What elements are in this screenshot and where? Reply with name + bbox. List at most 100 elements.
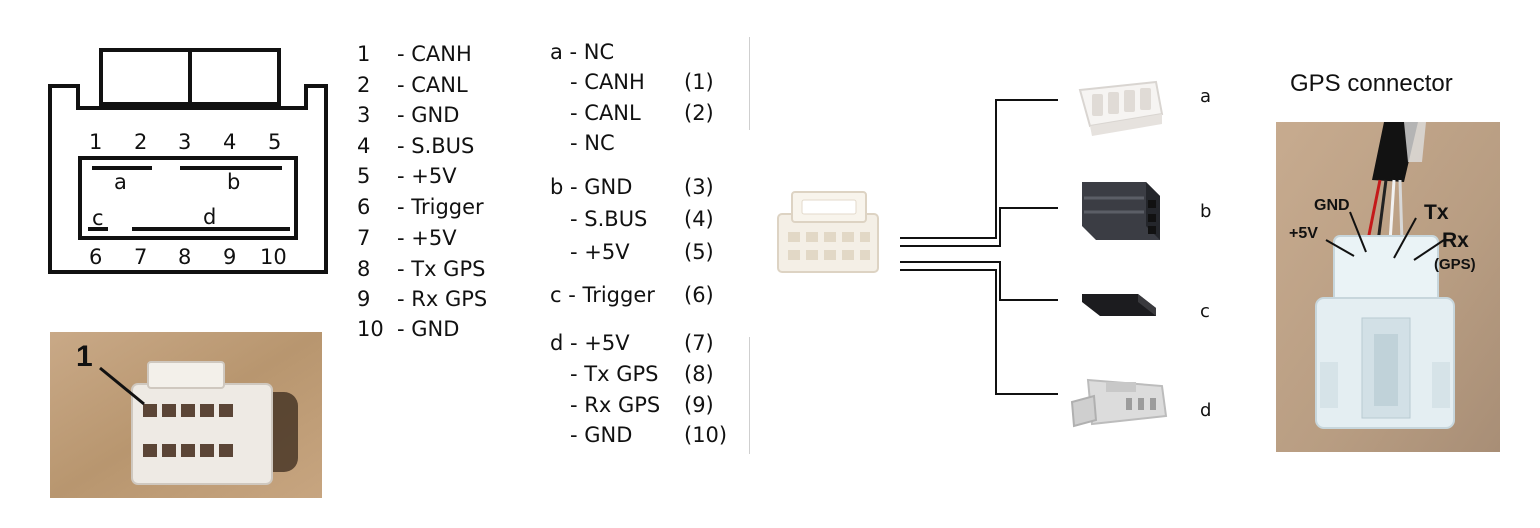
group-letter-d: d — [203, 205, 217, 229]
gps-rx-note-label: (GPS) — [1434, 256, 1476, 273]
group-row: - CANL (2) — [550, 101, 714, 125]
group-row: c - Trigger (6) — [550, 283, 714, 307]
group-text: c - Trigger — [550, 283, 655, 307]
splitter-diagram — [777, 99, 1058, 395]
connector-a-icon — [1078, 80, 1164, 136]
pin-name: - +5V — [397, 226, 457, 250]
photo-pin1-label: 1 — [76, 340, 93, 373]
photo-bottom-pins — [143, 444, 233, 457]
pin-name: - CANL — [397, 73, 468, 97]
group-text: - GND — [550, 423, 633, 447]
pin-number-3: 3 — [178, 130, 192, 154]
pin-number-7: 7 — [134, 245, 148, 269]
group-text: a - NC — [550, 40, 615, 64]
pin-name: - +5V — [397, 164, 457, 188]
pin-row: 8 - Tx GPS — [357, 259, 485, 280]
pin-cavity — [78, 156, 298, 240]
group-pin: (1) — [684, 70, 714, 94]
pin-num: 7 — [357, 226, 371, 250]
pin-num: 5 — [357, 164, 371, 188]
pin-name: - Rx GPS — [397, 287, 488, 311]
group-row: - Rx GPS (9) — [550, 393, 714, 417]
group-letter-c: c — [92, 206, 104, 230]
group-row: - Tx GPS (8) — [550, 362, 714, 386]
pin-row: 7 - +5V — [357, 228, 457, 249]
pin-row: 9 - Rx GPS — [357, 289, 487, 310]
group-letter-b: b — [227, 170, 241, 194]
pin-row: 2 - CANL — [357, 75, 468, 96]
pin1-pointer — [99, 366, 145, 406]
pin-number-5: 5 — [268, 130, 282, 154]
pin-row: 10 - GND — [357, 319, 459, 340]
gps-rx-label: Rx — [1442, 229, 1469, 252]
group-pin: (10) — [684, 423, 728, 447]
pin-number-6: 6 — [89, 245, 103, 269]
group-pin: (8) — [684, 362, 714, 386]
split-letter-b: b — [1200, 201, 1212, 222]
gps-gnd-label: GND — [1314, 197, 1350, 214]
pin-name: - GND — [397, 103, 460, 127]
gps-connector-title: GPS connector — [1290, 70, 1453, 97]
group-text: - Rx GPS — [550, 393, 661, 417]
group-text: - S.BUS — [550, 207, 648, 231]
pin-num: 8 — [357, 257, 371, 281]
pin-num: 1 — [357, 42, 371, 66]
group-letter-a: a — [114, 170, 127, 194]
pin-number-1: 1 — [89, 130, 103, 154]
group-divider-top — [749, 37, 750, 130]
group-row: - S.BUS (4) — [550, 207, 714, 231]
pin-name: - Trigger — [397, 195, 484, 219]
pin-row: 1- CANH — [357, 44, 472, 65]
photo-top-pins — [143, 404, 233, 417]
split-letter-c: c — [1200, 301, 1210, 322]
group-divider-bottom — [749, 337, 750, 454]
group-pin: (2) — [684, 101, 714, 125]
gps-connector-photo — [1276, 122, 1500, 452]
pin-number-8: 8 — [178, 245, 192, 269]
group-text: - NC — [550, 131, 615, 155]
group-text: - CANH — [550, 70, 645, 94]
group-row: b - GND (3) — [550, 175, 714, 199]
connector-b-icon — [1082, 182, 1160, 240]
pin-num: 10 — [357, 317, 384, 341]
group-row: d - +5V(7) — [550, 333, 714, 354]
group-row: - NC — [550, 133, 615, 154]
main-connector-icon — [777, 191, 879, 273]
pin-name: - Tx GPS — [397, 257, 486, 281]
pin-row: 6- Trigger — [357, 197, 484, 218]
group-pin: (6) — [684, 283, 714, 307]
pinout-diagram — [48, 48, 328, 274]
gps-5v-label: +5V — [1289, 225, 1318, 242]
group-text: b - GND — [550, 175, 633, 199]
group-text: - +5V — [550, 240, 630, 264]
connector-d-icon — [1070, 378, 1168, 428]
pin-row: 3 - GND — [357, 105, 459, 126]
pin-num: 2 — [357, 73, 371, 97]
group-pin: (9) — [684, 393, 714, 417]
pin-number-2: 2 — [134, 130, 148, 154]
group-pin: (3) — [684, 175, 714, 199]
pin-name: - GND — [397, 317, 460, 341]
pin-number-4: 4 — [223, 130, 237, 154]
pin-row: 5 - +5V — [357, 166, 457, 187]
group-text: - Tx GPS — [550, 362, 659, 386]
pin-number-10: 10 — [260, 245, 287, 269]
group-pin: (5) — [684, 240, 714, 264]
group-text: - CANL — [550, 101, 641, 125]
photo-connector-body — [131, 383, 273, 485]
group-row: - CANH (1) — [550, 70, 714, 94]
pin-number-9: 9 — [223, 245, 237, 269]
pin-num: 3 — [357, 103, 371, 127]
connector-housing-outline — [48, 84, 328, 274]
group-pin: (7) — [684, 331, 714, 355]
group-row: a - NC — [550, 42, 614, 63]
split-letter-d: d — [1200, 400, 1212, 421]
pin-name: - S.BUS — [397, 134, 475, 158]
group-row: - +5V (5) — [550, 240, 714, 264]
group-pin: (4) — [684, 207, 714, 231]
group-row: - GND (10) — [550, 423, 727, 447]
pin-num: 9 — [357, 287, 371, 311]
splitter-wires — [900, 99, 1058, 395]
pin-row: 4- S.BUS — [357, 136, 474, 157]
split-letter-a: a — [1200, 86, 1212, 107]
